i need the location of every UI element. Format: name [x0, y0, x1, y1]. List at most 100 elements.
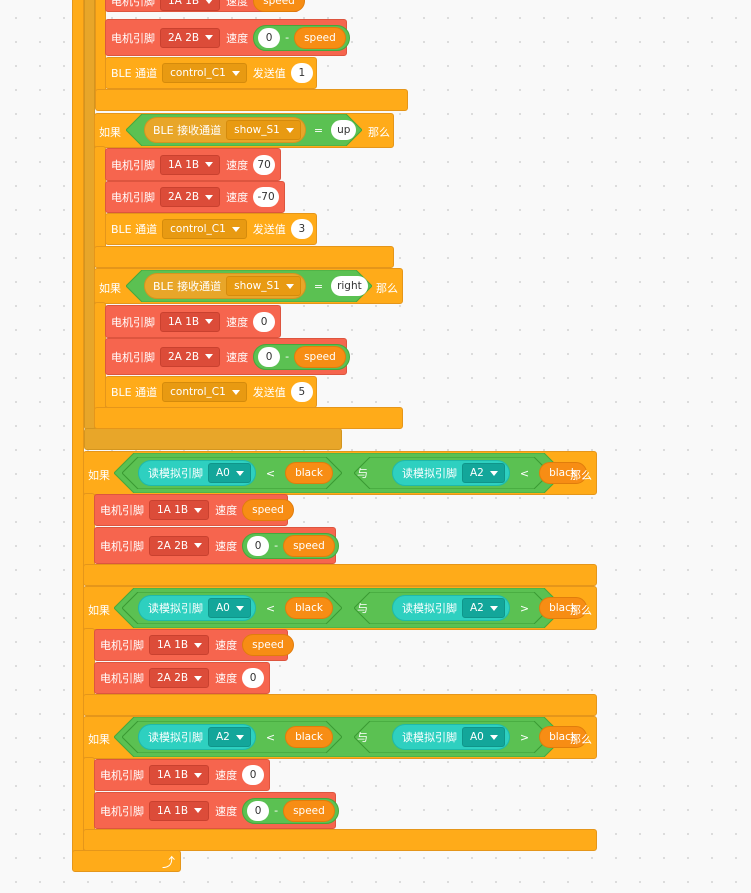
speed-label: 速度 — [226, 31, 249, 45]
speed-variable[interactable]: speed — [283, 799, 335, 822]
number-input[interactable]: 0 — [242, 765, 265, 785]
speed-variable[interactable]: speed — [294, 345, 346, 368]
subtract-operator[interactable]: 0 - speed — [242, 532, 339, 559]
black-variable[interactable]: black — [285, 597, 333, 619]
and-condition[interactable]: 读模拟引脚 A0 < black 与 读模拟引脚 A2 > black — [114, 588, 587, 628]
pin-dropdown[interactable]: 1A 1B — [149, 800, 210, 821]
pin-dropdown[interactable]: 1A 1B — [160, 311, 221, 332]
pin-dropdown[interactable]: 1A 1B — [149, 765, 210, 785]
ble-receive-label: BLE 接收通道 — [153, 124, 222, 137]
ble-receive-reporter[interactable]: BLE 接收通道 show_S1 — [144, 273, 306, 299]
number-input[interactable]: 0 — [258, 27, 281, 48]
motor-block[interactable]: 电机引脚 2A 2B 速度 0 - speed — [105, 19, 350, 56]
black-variable[interactable]: black — [285, 462, 333, 484]
channel-dropdown[interactable]: control_C1 — [162, 382, 247, 402]
read-analog-reporter[interactable]: 读模拟引脚 A2 — [138, 724, 256, 750]
motor-block[interactable]: 电机引脚 2A 2B 速度 -70 — [105, 181, 285, 213]
pin-dropdown[interactable]: 1A 1B — [160, 154, 221, 175]
then-label: 那么 — [368, 126, 390, 139]
motor-label: 电机引脚 — [100, 804, 144, 818]
number-input[interactable]: 3 — [290, 219, 313, 239]
motor-label: 电机引脚 — [111, 0, 155, 8]
black-variable[interactable]: black — [285, 726, 333, 748]
number-input[interactable]: 1 — [290, 63, 313, 83]
text-input[interactable]: up — [331, 120, 357, 140]
black-variable[interactable]: black — [539, 597, 587, 619]
motor-block[interactable]: 电机引脚 1A 1B 速度 70 — [105, 148, 281, 181]
greater-than-sign: > — [519, 601, 530, 615]
number-input[interactable]: 0 — [247, 535, 270, 556]
number-input[interactable]: 70 — [253, 154, 276, 175]
motor-label: 电机引脚 — [111, 315, 155, 329]
speed-label: 速度 — [226, 0, 249, 8]
motor-block[interactable]: 电机引脚 2A 2B 速度 0 — [94, 662, 270, 694]
motor-block[interactable]: 电机引脚 1A 1B 速度 speed — [94, 629, 294, 661]
pin-dropdown[interactable]: 1A 1B — [149, 500, 210, 520]
speed-variable[interactable]: speed — [242, 634, 294, 656]
motor-block[interactable]: 电机引脚 1A 1B 速度 0 — [94, 759, 270, 791]
number-input[interactable]: -70 — [253, 187, 279, 207]
read-analog-reporter[interactable]: 读模拟引脚 A0 — [391, 724, 510, 750]
and-label: 与 — [356, 602, 368, 615]
motor-block[interactable]: 电机引脚 1A 1B 速度 0 — [105, 305, 281, 338]
subtract-operator[interactable]: 0 - speed — [242, 797, 339, 824]
pin-dropdown[interactable]: A2 — [461, 598, 505, 618]
pin-dropdown[interactable]: 2A 2B — [149, 535, 210, 556]
read-analog-reporter[interactable]: 读模拟引脚 A0 — [138, 595, 256, 621]
read-analog-reporter[interactable]: 读模拟引脚 A0 — [138, 460, 256, 486]
pin-dropdown[interactable]: A0 — [208, 463, 251, 483]
text-input[interactable]: right — [331, 276, 368, 296]
speed-variable[interactable]: speed — [242, 499, 294, 521]
number-input[interactable]: 0 — [242, 668, 265, 688]
and-condition[interactable]: 读模拟引脚 A0 < black 与 读模拟引脚 A2 < black — [114, 453, 587, 493]
equals-sign: = — [313, 123, 324, 137]
speed-variable[interactable]: speed — [253, 0, 305, 12]
ble-receive-reporter[interactable]: BLE 接收通道 show_S1 — [144, 117, 306, 143]
motor-block[interactable]: 电机引脚 2A 2B 速度 0 - speed — [105, 338, 350, 375]
motor-label: 电机引脚 — [100, 504, 144, 517]
less-than-sign: < — [519, 466, 530, 480]
pin-dropdown[interactable]: 2A 2B — [160, 187, 221, 207]
motor-label: 电机引脚 — [111, 31, 155, 45]
motor-block[interactable]: 电机引脚 1A 1B 速度 0 - speed — [94, 792, 339, 829]
number-input[interactable]: 0 — [253, 311, 276, 332]
read-analog-reporter[interactable]: 读模拟引脚 A2 — [391, 460, 510, 486]
ble-send-block[interactable]: BLE 通道 control_C1 发送值 1 — [105, 57, 317, 89]
speed-variable[interactable]: speed — [294, 26, 346, 49]
pin-dropdown[interactable]: 2A 2B — [149, 668, 210, 688]
pin-dropdown[interactable]: 1A 1B — [149, 635, 210, 655]
speed-variable[interactable]: speed — [283, 534, 335, 557]
pin-dropdown[interactable]: A0 — [208, 598, 251, 618]
subtract-operator[interactable]: 0 - speed — [253, 24, 350, 51]
number-input[interactable]: 0 — [247, 800, 270, 821]
read-analog-reporter[interactable]: 读模拟引脚 A2 — [391, 595, 510, 621]
number-input[interactable]: 0 — [258, 346, 281, 367]
then-label: 那么 — [570, 469, 592, 482]
ble-send-block[interactable]: BLE 通道 control_C1 发送值 3 — [105, 213, 317, 245]
motor-label: 电机引脚 — [100, 539, 144, 553]
subtract-operator[interactable]: 0 - speed — [253, 343, 350, 370]
channel-dropdown[interactable]: show_S1 — [226, 276, 301, 296]
pin-dropdown[interactable]: A0 — [461, 727, 505, 747]
ble-send-block[interactable]: BLE 通道 control_C1 发送值 5 — [105, 376, 317, 408]
channel-dropdown[interactable]: control_C1 — [162, 219, 247, 239]
loop-arrow-icon: ⤴ — [162, 856, 176, 871]
black-variable[interactable]: black — [539, 462, 587, 484]
equals-condition[interactable]: BLE 接收通道 show_S1 = up — [126, 114, 362, 146]
black-variable[interactable]: black — [539, 726, 587, 748]
motor-block[interactable]: 电机引脚 1A 1B 速度 speed — [94, 494, 294, 526]
equals-condition[interactable]: BLE 接收通道 show_S1 = right — [126, 270, 372, 302]
motor-block[interactable]: 电机引脚 1A 1B 速度 speed — [105, 0, 305, 12]
channel-dropdown[interactable]: show_S1 — [226, 120, 301, 140]
pin-dropdown[interactable]: A2 — [461, 463, 505, 483]
number-input[interactable]: 5 — [290, 382, 313, 402]
pin-dropdown[interactable]: 2A 2B — [160, 27, 221, 48]
if-block-2-bottom — [94, 246, 394, 268]
pin-dropdown[interactable]: A2 — [208, 727, 251, 747]
motor-block[interactable]: 电机引脚 2A 2B 速度 0 - speed — [94, 527, 339, 564]
pin-dropdown[interactable]: 2A 2B — [160, 346, 221, 367]
and-condition[interactable]: 读模拟引脚 A2 < black 与 读模拟引脚 A0 > black — [114, 717, 587, 757]
pin-dropdown[interactable]: 1A 1B — [160, 0, 221, 11]
channel-dropdown[interactable]: control_C1 — [162, 63, 247, 83]
minus-sign: - — [285, 350, 290, 363]
